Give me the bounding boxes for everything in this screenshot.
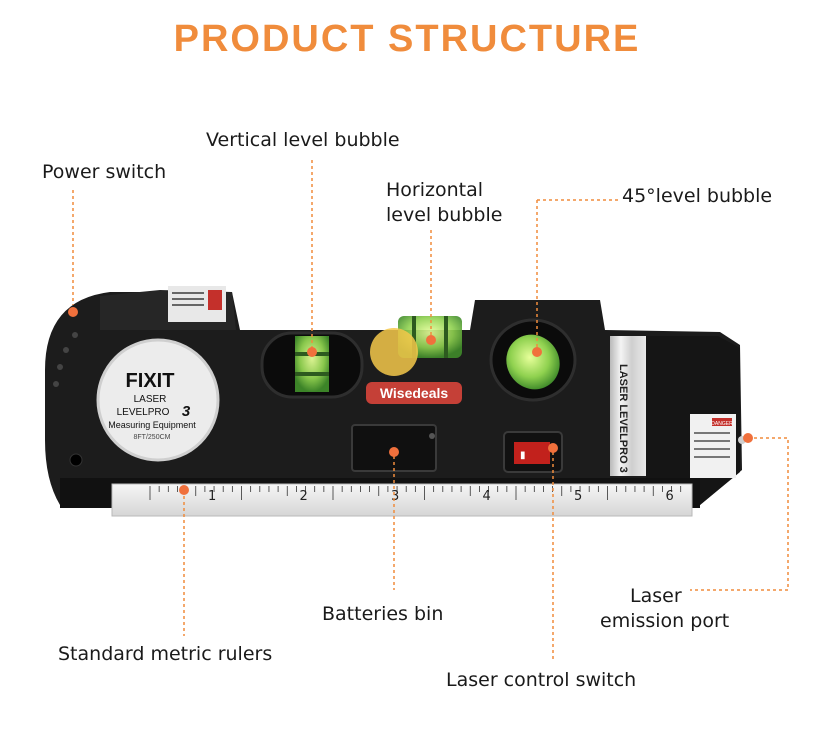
ruler-number: 3 xyxy=(391,489,399,504)
vertical-level-window xyxy=(260,331,364,399)
leader-45-bubble xyxy=(536,199,618,352)
warning-sticker-top xyxy=(168,286,226,322)
danger-text: DANGER xyxy=(711,421,733,427)
label-standard-rulers: Standard metric rulers xyxy=(58,643,273,665)
label-vertical-bubble: Vertical level bubble xyxy=(206,129,400,151)
laser-switch: ▮ xyxy=(503,431,563,473)
brand-text: FIXIT xyxy=(126,370,175,392)
label-batteries-bin: Batteries bin xyxy=(322,603,444,625)
dot-vertical-bubble xyxy=(307,347,317,357)
label-45-bubble: 45°level bubble xyxy=(622,185,773,207)
bubble-45-window xyxy=(489,318,577,402)
label-laser-switch: Laser control switch xyxy=(446,669,637,691)
measuring-text: Measuring Equipment xyxy=(108,420,196,430)
dot-horizontal-bubble xyxy=(426,335,436,345)
label-horizontal-bubble-1: Horizontal xyxy=(386,179,484,201)
label-power-switch: Power switch xyxy=(42,161,167,183)
dot-laser-port xyxy=(743,433,753,443)
page-title: PRODUCT STRUCTURE xyxy=(173,18,641,60)
leader-lines xyxy=(72,160,789,662)
watermark-text: Wisedeals xyxy=(380,385,449,401)
dot-batteries-bin xyxy=(389,447,399,457)
levelpro-text: LEVELPRO xyxy=(117,407,170,418)
label-laser-port-2: emission port xyxy=(600,610,730,632)
ruler-number: 4 xyxy=(483,489,491,504)
watermark: Wisedeals xyxy=(366,328,462,404)
label-horizontal-bubble-2: level bubble xyxy=(386,204,503,226)
svg-text:▮: ▮ xyxy=(520,450,526,461)
label-laser-port-1: Laser xyxy=(630,585,682,607)
size-text: 8FT/250CM xyxy=(134,434,171,441)
brand-label: FIXIT LASER LEVELPRO 3 Measuring Equipme… xyxy=(96,338,220,462)
ruler-number: 5 xyxy=(574,489,582,504)
dot-standard-rulers xyxy=(179,485,189,495)
dot-power-switch xyxy=(68,307,78,317)
ruler-number: 1 xyxy=(208,489,216,504)
side-band-text: LASER LEVELPRO 3 xyxy=(617,364,629,473)
leader-laser-port xyxy=(690,437,789,591)
dot-45-bubble xyxy=(532,347,542,357)
danger-sticker: DANGER xyxy=(690,414,746,478)
model-number: 3 xyxy=(182,403,191,420)
dot-laser-switch xyxy=(548,443,558,453)
laser-text: LASER xyxy=(134,394,167,405)
ruler-number: 2 xyxy=(300,489,308,504)
ruler-tape: 1 2 3 4 5 6 xyxy=(111,483,693,517)
ruler-number: 6 xyxy=(666,489,674,504)
callout-dots xyxy=(68,307,753,495)
